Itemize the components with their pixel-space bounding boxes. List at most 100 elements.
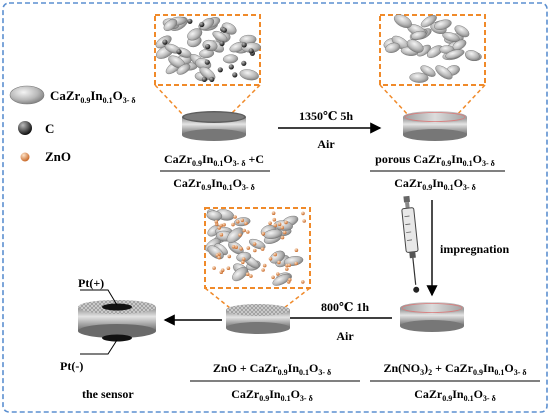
- zno-particle: [280, 235, 285, 240]
- zoom-box-composite: [154, 14, 261, 118]
- zno-particle: [239, 246, 243, 251]
- zno-particle: [294, 261, 298, 266]
- zno-particle: [268, 257, 273, 261]
- grain-particle: [187, 28, 203, 41]
- grain-particle: [206, 210, 223, 221]
- carbon-particle: [205, 44, 211, 50]
- step2-top-label: porous CaZr0.9In0.1O3- δ: [375, 152, 495, 168]
- zno-particle: [302, 219, 307, 223]
- grain-particle: [199, 17, 215, 31]
- zno-particle: [261, 231, 266, 236]
- zno-particle: [241, 257, 246, 261]
- arrow2-label: impregnation: [440, 242, 509, 256]
- grain-particle: [464, 50, 480, 61]
- sensor-caption: the sensor: [82, 387, 134, 401]
- carbon-particle: [217, 67, 223, 73]
- legend-label-grain: CaZr0.9In0.1O3- δ: [50, 88, 136, 105]
- top-electrode-icon: [102, 303, 132, 311]
- carbon-particle: [187, 18, 193, 24]
- step3-top-label: Zn(NO3)2 + CaZr0.9In0.1O3- δ: [383, 361, 526, 377]
- zno-particle: [212, 266, 216, 270]
- zno-particle: [301, 280, 305, 284]
- arrow-calcination: 800℃ 1h Air: [273, 300, 392, 343]
- bottom-electrode-icon: [102, 334, 132, 342]
- zno-particle: [271, 211, 276, 215]
- grain-particle: [226, 227, 244, 243]
- arrow1-below-label: Air: [317, 137, 335, 151]
- grain-particle: [283, 256, 304, 266]
- disk-porous: [403, 111, 467, 141]
- zno-particle: [282, 230, 287, 235]
- carbon-particle: [241, 42, 247, 48]
- zno-particle: [222, 222, 226, 227]
- zno-particle: [217, 226, 221, 230]
- zno-particle: [268, 221, 272, 225]
- zno-particle: [301, 211, 305, 216]
- zno-particle: [219, 232, 224, 237]
- pt-minus-label: Pt(-): [60, 359, 83, 373]
- zno-particle: [249, 274, 253, 278]
- zno-particle: [214, 219, 219, 224]
- zno-particle: [238, 233, 242, 237]
- zno-particle: [284, 220, 288, 225]
- grain-particle: [420, 15, 437, 28]
- zno-particle: [272, 217, 277, 222]
- step4-bottom-label: CaZr0.9In0.1O3- δ: [231, 387, 313, 403]
- step4-top-label: ZnO + CaZr0.9In0.1O3- δ: [213, 361, 331, 377]
- grain-particle: [248, 238, 266, 250]
- zno-particle: [240, 218, 245, 223]
- carbon-particle: [201, 76, 207, 82]
- grain-particle: [410, 30, 427, 40]
- grain-particle: [232, 266, 248, 282]
- carbon-particle: [204, 59, 210, 65]
- grain-particle: [263, 229, 283, 239]
- carbon-particle: [219, 40, 225, 47]
- grain-particle: [239, 69, 259, 81]
- zno-particle: [220, 268, 225, 273]
- zno-particle: [217, 255, 221, 260]
- arrow3-below-label: Air: [336, 329, 354, 343]
- legend-carbon-icon: [18, 121, 32, 135]
- zno-particle: [260, 247, 265, 251]
- zno-particle: [233, 215, 237, 219]
- carbon-particle: [221, 27, 227, 33]
- step1-top-label: CaZr0.9In0.1O3- δ +C: [164, 152, 264, 168]
- carbon-particle: [228, 64, 234, 70]
- carbon-particle: [232, 72, 238, 78]
- zno-particle: [242, 228, 246, 233]
- grain-particle: [435, 65, 453, 80]
- zoom-box-zno: [204, 207, 311, 309]
- disk-composite: [182, 111, 246, 141]
- arrow1-above-label: 1350℃ 5h: [299, 109, 353, 123]
- zno-particle: [252, 242, 257, 246]
- syringe-icon: [401, 195, 420, 293]
- grain-particle: [163, 18, 178, 32]
- grain-particle: [406, 39, 424, 53]
- zno-particle: [262, 263, 267, 268]
- legend-zno-icon: [20, 152, 30, 162]
- zno-particle: [280, 225, 285, 230]
- zno-particle: [277, 260, 281, 265]
- arrow-impregnation: impregnation: [426, 200, 509, 297]
- zno-particle: [226, 266, 231, 271]
- arrow3-above-label: 800℃ 1h: [321, 300, 369, 314]
- zno-particle: [287, 263, 292, 268]
- step1-bottom-label: CaZr0.9In0.1O3- δ: [173, 176, 255, 192]
- grain-particle: [176, 63, 191, 75]
- zno-particle: [285, 267, 289, 271]
- step3-bottom-label: CaZr0.9In0.1O3- δ: [414, 387, 496, 403]
- grain-particle: [236, 251, 252, 262]
- step2-bottom-label: CaZr0.9In0.1O3- δ: [394, 176, 476, 192]
- grain-particle: [272, 273, 291, 286]
- disk-zno: [226, 304, 290, 334]
- grain-particle: [409, 72, 429, 83]
- legend-label-zno: ZnO: [45, 149, 71, 164]
- carbon-particle: [162, 39, 168, 45]
- zno-particle: [273, 223, 278, 228]
- zno-particle: [277, 222, 282, 226]
- legend: CaZr0.9In0.1O3- δ C ZnO: [9, 85, 136, 164]
- zno-particle: [271, 275, 275, 280]
- zno-particle: [244, 221, 248, 226]
